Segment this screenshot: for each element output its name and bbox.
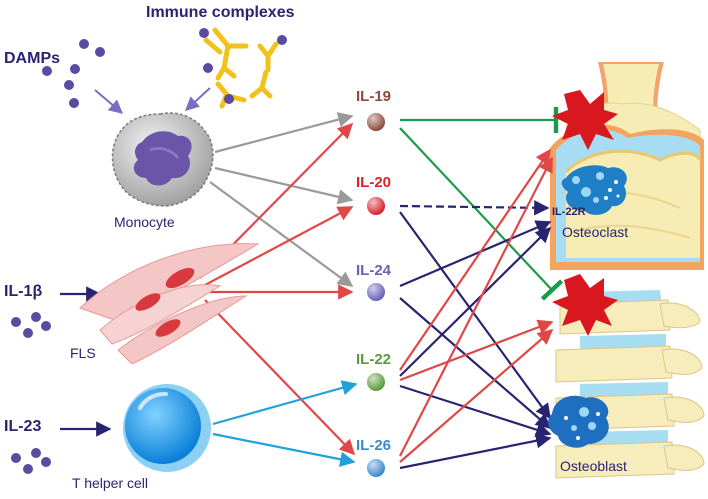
arrow-il24-osteoblast	[399, 297, 552, 430]
label-il22r: IL-22R	[552, 206, 586, 218]
arrow-il22-osteoblast	[399, 384, 552, 438]
label-osteoclast: Osteoclast	[562, 224, 629, 240]
label-il20: IL-20	[356, 174, 392, 191]
arrow-damps-monocyte	[94, 89, 124, 114]
il1b-molecules	[11, 312, 51, 338]
osteoblast-cell	[548, 395, 609, 448]
knee-joint-illustration	[550, 62, 704, 270]
arrow-il24-osteoclast	[399, 220, 552, 288]
arrow-mono-il24	[209, 181, 354, 287]
il26-node	[367, 459, 385, 477]
arrow-il26-osteoblast	[399, 433, 552, 470]
label-il23: IL-23	[4, 418, 42, 435]
arrow-fls-il26	[204, 299, 356, 456]
arrow-il20-osteoblast	[399, 211, 551, 420]
arrow-th-il26	[212, 432, 356, 467]
label-monocyte: Monocyte	[114, 214, 175, 230]
label-il24: IL-24	[356, 262, 392, 279]
arrow-il22-joint	[399, 148, 551, 371]
arrow-il26-joint	[399, 156, 553, 457]
arrow-ic-monocyte	[184, 87, 211, 111]
fls-cells	[79, 243, 260, 365]
label-immune-complexes: Immune complexes	[146, 4, 295, 21]
il23-molecules	[11, 448, 51, 474]
arrow-il26-spine	[399, 328, 554, 463]
il19-node	[367, 113, 385, 131]
il24-node	[367, 283, 385, 301]
immune-complex-antibodies	[203, 27, 279, 109]
damps-molecules	[42, 39, 105, 108]
osteoclast-cell	[561, 165, 627, 215]
arrow-mono-il19	[214, 112, 354, 154]
label-il26: IL-26	[356, 437, 392, 454]
label-t-helper-cell: T helper cell	[72, 475, 149, 491]
arrow-fls-il20	[204, 206, 354, 286]
signaling-arrows	[60, 87, 564, 470]
arrow-il22-spine	[399, 319, 554, 382]
arrow-il20-osteoclast	[399, 200, 550, 216]
label-il19: IL-19	[356, 88, 392, 105]
bone-erosion-burst-joint	[552, 90, 618, 150]
monocyte-cell	[111, 112, 214, 207]
inhibit-il19-spine	[399, 127, 564, 301]
bone-erosion-burst-spine	[552, 274, 618, 336]
label-fls: FLS	[70, 345, 96, 361]
t-helper-cell	[123, 384, 211, 472]
label-damps: DAMPs	[4, 50, 61, 67]
arrow-il22-osteoclast	[399, 226, 552, 377]
label-il22: IL-22	[356, 351, 392, 368]
il20-node	[367, 197, 385, 215]
il22-node	[367, 373, 385, 391]
arrow-th-il22	[212, 380, 358, 426]
label-il1b: IL-1β	[4, 283, 43, 300]
label-osteoblast: Osteoblast	[560, 458, 627, 474]
arrow-mono-il20	[214, 166, 354, 205]
